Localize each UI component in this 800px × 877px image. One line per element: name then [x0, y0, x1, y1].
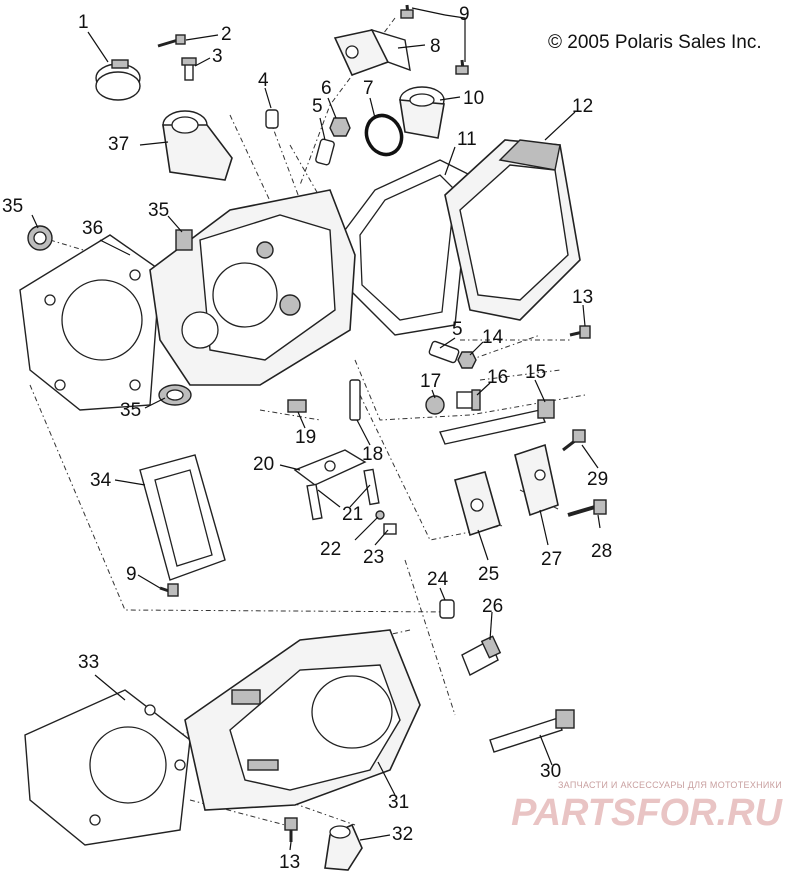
callout-5-lower: 5 [452, 319, 463, 340]
insert-23 [383, 523, 397, 535]
callout-13-upper: 13 [572, 287, 593, 308]
callout-30: 30 [540, 761, 561, 782]
nut-14 [457, 351, 477, 369]
callout-8: 8 [430, 36, 441, 57]
bolt-13-lower [284, 817, 298, 842]
spacer-18 [349, 379, 361, 421]
bolt-28 [567, 499, 607, 517]
bolt-29 [562, 429, 586, 452]
seal-left [27, 225, 53, 251]
fitting-26 [461, 635, 502, 676]
bracket-27 [514, 443, 559, 517]
bolt-13-upper [569, 325, 591, 339]
valve-cover [444, 139, 581, 321]
intake-bolt [181, 57, 197, 81]
long-bolt-15 [439, 399, 555, 445]
housing-bolt-upper [400, 4, 469, 75]
water-outlet [399, 86, 445, 139]
callout-33: 33 [78, 652, 99, 673]
callout-3: 3 [212, 46, 223, 67]
callout-31: 31 [388, 792, 409, 813]
sleeve-lower [428, 340, 460, 364]
callout-35-lower: 35 [120, 400, 141, 421]
plate-20 [293, 449, 367, 486]
bracket-25 [454, 471, 501, 537]
valve-cover-gasket [344, 159, 471, 336]
callout-28: 28 [591, 541, 612, 562]
callout-19: 19 [295, 427, 316, 448]
bolt-9-lower [159, 583, 179, 597]
callout-14: 14 [482, 327, 504, 348]
cylinder [184, 629, 421, 811]
callout-2: 2 [221, 24, 232, 45]
callout-16: 16 [487, 367, 508, 388]
callout-26: 26 [482, 596, 503, 617]
cylinder-head [149, 189, 356, 386]
sleeve-upper [315, 138, 335, 166]
hose-clamp [95, 59, 141, 101]
side-cover-gasket [139, 454, 226, 581]
callout-15: 15 [525, 362, 546, 383]
base-gasket [24, 689, 191, 846]
watermark: ЗАПЧАСТИ И АКСЕССУАРЫ ДЛЯ МОТОТЕХНИКИ PA… [482, 780, 782, 835]
callout-22: 22 [320, 539, 341, 560]
callout-7: 7 [363, 78, 374, 99]
callout-6: 6 [321, 78, 332, 99]
fitting-16 [456, 389, 481, 411]
clamp-screw [157, 34, 186, 48]
intake-boot [162, 110, 233, 181]
watermark-tagline: ЗАПЧАСТИ И АКСЕССУАРЫ ДЛЯ МОТОТЕХНИКИ [557, 780, 782, 790]
callout-29: 29 [587, 469, 608, 490]
callout-34: 34 [90, 470, 112, 491]
callout-18: 18 [362, 444, 383, 465]
head-gasket [19, 234, 161, 411]
dowel-24 [439, 599, 455, 619]
nut-small [329, 117, 351, 137]
callout-25: 25 [478, 564, 499, 585]
callout-35-left: 35 [2, 196, 23, 217]
seal-lower [158, 384, 192, 406]
callout-9-lower: 9 [126, 564, 137, 585]
watermark-brand: PARTSFOR.RU [511, 792, 782, 834]
dowel-pin [265, 109, 279, 129]
callout-11: 11 [457, 129, 477, 150]
callout-23: 23 [363, 547, 384, 568]
thermostat-housing [333, 28, 411, 77]
copyright-notice: © 2005 Polaris Sales Inc. [548, 32, 762, 53]
o-ring [364, 113, 404, 157]
callout-24: 24 [427, 569, 449, 590]
callout-27: 27 [541, 549, 562, 570]
leader-lines [31, 7, 601, 851]
callout-12: 12 [572, 96, 593, 117]
callout-21: 21 [342, 504, 363, 525]
callout-20: 20 [253, 454, 274, 475]
callout-37: 37 [108, 134, 129, 155]
elbow-fitting [324, 823, 363, 871]
callout-5-upper: 5 [312, 96, 323, 117]
callout-9-upper: 9 [459, 4, 470, 25]
callout-36: 36 [82, 218, 103, 239]
long-bolt-30 [489, 709, 575, 753]
plug-19 [287, 399, 307, 413]
callout-10: 10 [463, 88, 484, 109]
callout-17: 17 [420, 371, 441, 392]
callout-labels: 1 2 3 4 5 6 7 8 9 10 11 12 13 5 14 15 16… [2, 4, 612, 873]
callout-13-lower: 13 [279, 852, 300, 873]
callout-35-mid: 35 [148, 200, 169, 221]
washer-17 [425, 395, 445, 415]
callout-4: 4 [258, 70, 269, 91]
callout-1: 1 [78, 12, 89, 33]
callout-32: 32 [392, 824, 413, 845]
